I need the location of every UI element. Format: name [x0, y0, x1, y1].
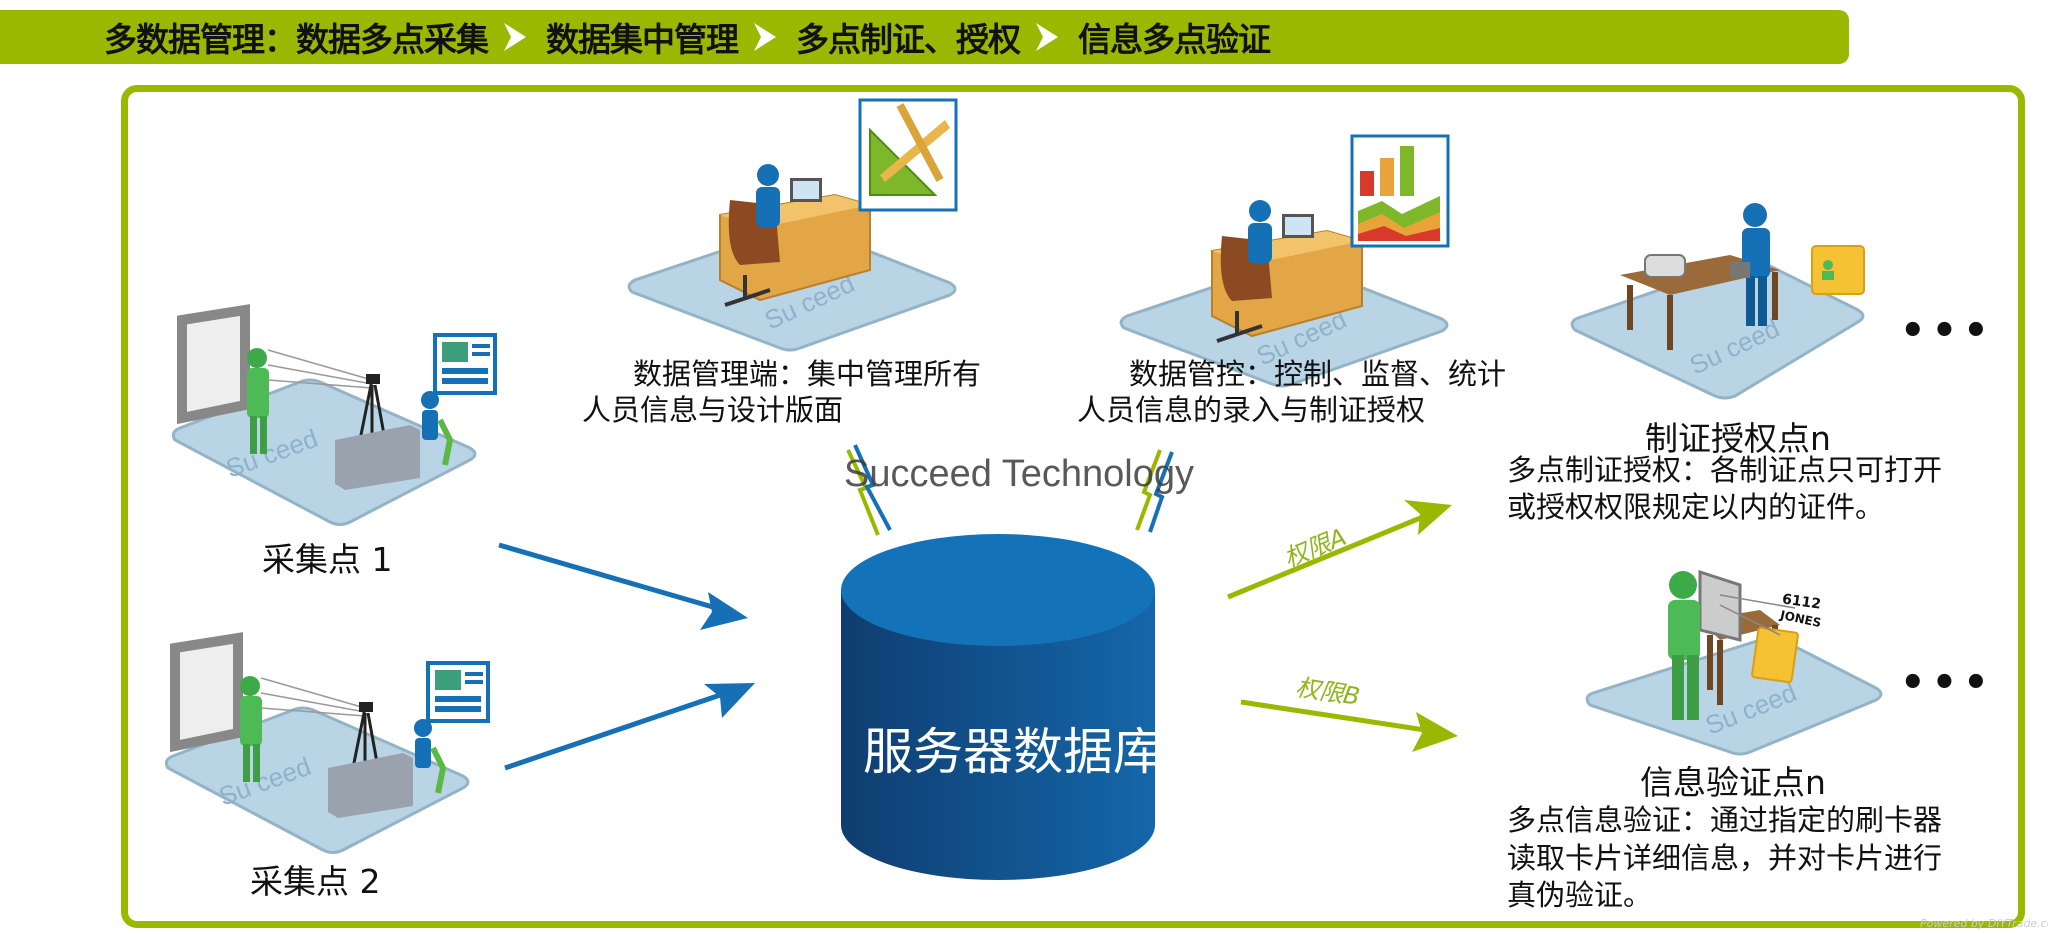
management-desc-line1: 数据管理端：集中管理所有 [633, 357, 982, 391]
id-card-icon [1811, 245, 1865, 295]
collection-point-2-label: 采集点 2 [250, 862, 381, 901]
collection-point-2-illustration [166, 638, 488, 853]
monitoring-station-illustration [1119, 134, 1450, 388]
right-arrow-icon [504, 23, 526, 51]
permission-b-arrow [1240, 699, 1458, 752]
permission-a-arrow [1227, 500, 1452, 600]
more-authorization-points: ••• [1900, 308, 1995, 354]
banner-step-4: 信息多点验证 [1078, 20, 1271, 59]
bar-chart-icon [1358, 146, 1440, 241]
authorization-station-illustration: Su ceed [1570, 203, 1865, 400]
id-card-icon [1751, 626, 1799, 684]
watermark-text: Succeed Technology [844, 453, 1194, 495]
authorization-title: 制证授权点n [1645, 419, 1831, 458]
collection-point-1-label: 采集点 1 [262, 540, 393, 579]
collection-point-1-illustration [173, 310, 495, 525]
right-arrow-icon [754, 23, 776, 51]
upload-arrow-2 [504, 683, 755, 771]
database-cylinder-icon [841, 534, 1155, 880]
diagram-frame [121, 85, 2025, 928]
sync-arrows-right [1135, 449, 1174, 533]
upload-arrow-1 [498, 542, 748, 630]
right-arrow-icon [1036, 23, 1058, 51]
banner-step-3: 多点制证、授权 [796, 20, 1021, 59]
management-desc-line2: 人员信息与设计版面 [582, 393, 844, 427]
ruler-pencil-icon [869, 103, 950, 196]
monitoring-desc-line2: 人员信息的录入与制证授权 [1077, 393, 1426, 427]
title-banner: 多数据管理：数据多点采集 数据集中管理 多点制证、授权 信息多点验证 [0, 10, 1849, 64]
authorization-desc-line2: 或授权权限规定以内的证件。 [1507, 490, 1885, 524]
authorization-desc-line1: 多点制证授权：各制证点只可打开 [1507, 453, 1943, 487]
management-station-illustration [627, 98, 958, 352]
powered-by-footer: Powered by DIYTrade.com [1920, 917, 2048, 930]
banner-step-2: 数据集中管理 [546, 20, 739, 59]
banner-step-1: 多数据管理：数据多点采集 [104, 20, 489, 59]
verification-station-illustration: Su ceed [1585, 569, 1883, 756]
sync-arrows-left [846, 444, 892, 536]
database-label: 服务器数据库 [863, 723, 1163, 781]
verification-desc-line2: 读取卡片详细信息，并对卡片进行 [1507, 841, 1943, 875]
verification-title: 信息验证点n [1640, 763, 1826, 802]
monitoring-desc-line1: 数据管控：控制、监督、统计 [1129, 357, 1507, 391]
verification-desc-line3: 真伪验证。 [1507, 878, 1653, 912]
verification-desc-line1: 多点信息验证：通过指定的刷卡器 [1507, 803, 1943, 837]
more-verification-points: ••• [1900, 660, 1995, 706]
